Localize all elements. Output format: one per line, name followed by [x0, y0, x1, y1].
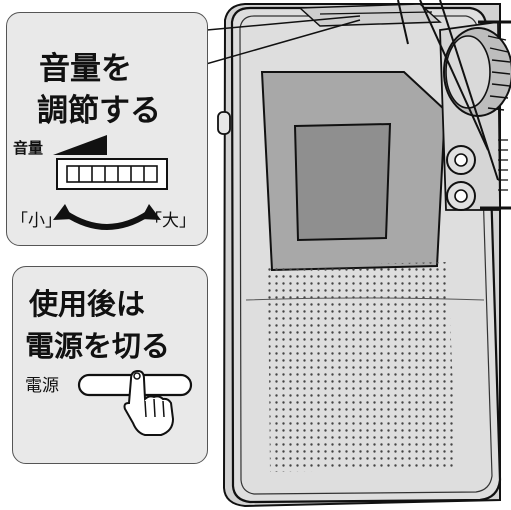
- speaker-grille: [268, 262, 456, 472]
- curved-arrow-icon: [63, 210, 151, 230]
- volume-heading-line1: 音量を: [39, 51, 132, 87]
- power-heading-line2: 電源を切る: [25, 329, 171, 363]
- volume-ramp-icon: [53, 135, 107, 155]
- power-instruction-panel: 使用後は 電源を切る 電源: [12, 266, 208, 464]
- volume-slider-label: 音量: [13, 139, 44, 157]
- small-label: 「小」: [11, 211, 62, 231]
- power-switch-diagram: [77, 369, 193, 436]
- power-heading-line1: 使用後は: [29, 287, 146, 321]
- volume-instruction-panel: 音量を 調節する 音量 「小」 「大」: [6, 12, 208, 246]
- display-screen: [293, 122, 392, 242]
- power-switch-label: 電源: [25, 376, 59, 396]
- large-label: 「大」: [145, 211, 196, 231]
- volume-heading-line2: 調節する: [37, 93, 161, 129]
- pointing-hand-icon: [123, 369, 175, 436]
- volume-diagram: [53, 135, 168, 230]
